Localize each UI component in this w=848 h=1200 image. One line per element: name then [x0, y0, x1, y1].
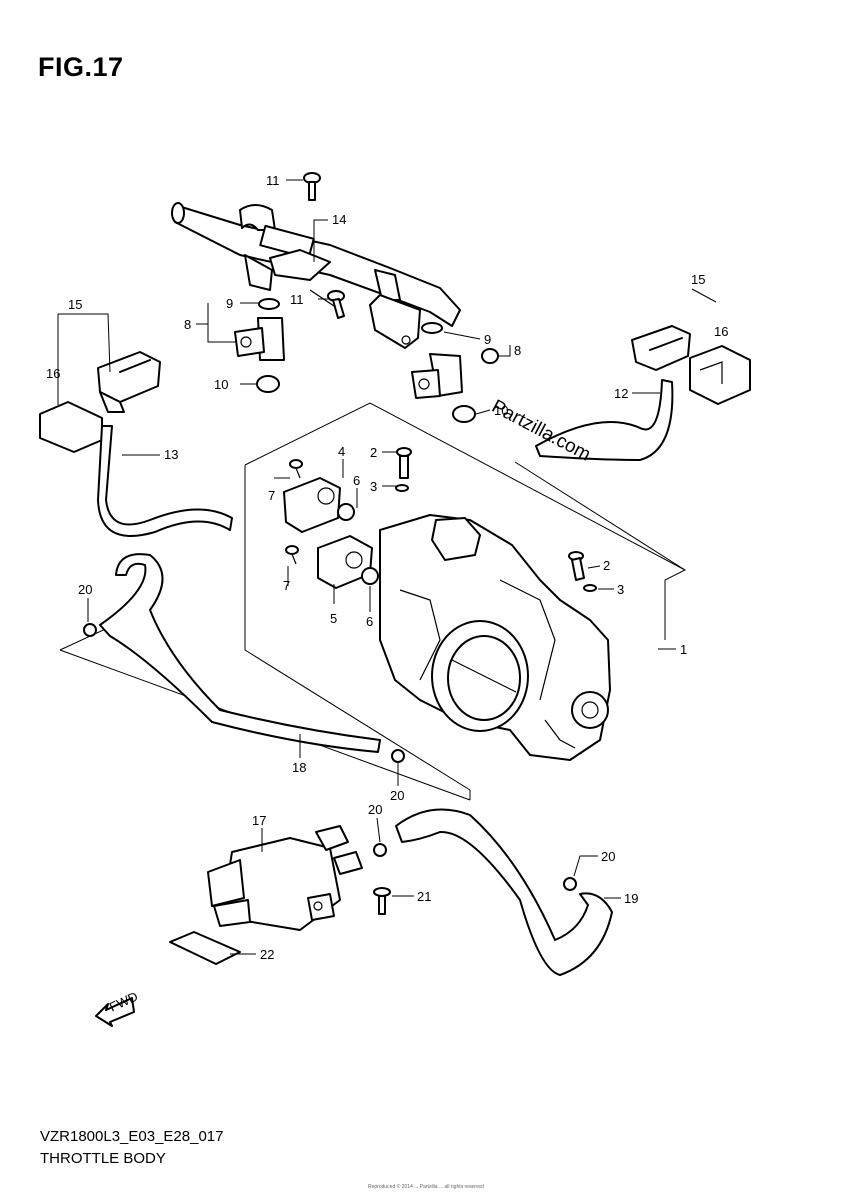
- cover-right: [689, 345, 751, 405]
- callout-17: 17: [252, 813, 266, 828]
- hose-19: [395, 808, 613, 976]
- callout-7: 7: [283, 578, 290, 593]
- callout-20: 20: [78, 582, 92, 597]
- callout-12: 12: [614, 386, 628, 401]
- copyright-footer: Reproduced © 2014 ... Partzilla ... all …: [368, 1184, 484, 1190]
- clamp-20c: [373, 843, 387, 857]
- callout-7: 7: [268, 488, 275, 503]
- callout-14: 14: [332, 212, 346, 227]
- secondary-throttle-sensor: [285, 535, 379, 589]
- callout-4: 4: [338, 444, 345, 459]
- callout-16: 16: [714, 324, 728, 339]
- callout-18: 18: [292, 760, 306, 775]
- callout-11: 11: [266, 173, 280, 188]
- callout-8: 8: [514, 343, 521, 358]
- hose-12: [535, 379, 674, 461]
- hose-13: [97, 425, 233, 537]
- callout-22: 22: [260, 947, 274, 962]
- bolt-11-top: [303, 172, 321, 201]
- screw-21: [373, 887, 391, 915]
- injector-left: [234, 298, 285, 393]
- hose-18: [99, 553, 381, 753]
- forward-direction-arrow: FWD: [95, 989, 140, 1027]
- callout-6: 6: [353, 473, 360, 488]
- throttle-position-sensor: [283, 459, 355, 533]
- throttle-body-assembly: [379, 514, 611, 761]
- callout-3: 3: [617, 582, 624, 597]
- callout-10: 10: [494, 403, 508, 418]
- callout-6: 6: [366, 614, 373, 629]
- callout-20: 20: [601, 849, 615, 864]
- callout-3: 3: [370, 479, 377, 494]
- model-code: VZR1800L3_E03_E28_017: [40, 1128, 224, 1145]
- callout-16: 16: [46, 366, 60, 381]
- diagram-subtitle: THROTTLE BODY: [40, 1150, 166, 1167]
- callout-9: 9: [484, 332, 491, 347]
- cover-left: [39, 401, 103, 453]
- callout-15: 15: [68, 297, 82, 312]
- callout-15: 15: [691, 272, 705, 287]
- screw-2-lower: [568, 551, 597, 592]
- clamp-20d: [563, 877, 577, 891]
- callout-20: 20: [368, 802, 382, 817]
- callout-2: 2: [370, 445, 377, 460]
- fuel-rail: [171, 202, 461, 349]
- injector-right: [411, 322, 499, 423]
- pad-22: [169, 931, 241, 965]
- callout-21: 21: [417, 889, 431, 904]
- callout-2: 2: [603, 558, 610, 573]
- figure-title: FIG.17: [38, 52, 124, 82]
- callout-9: 9: [226, 296, 233, 311]
- screw-2-upper: [395, 447, 412, 492]
- idle-speed-control-valve: [207, 825, 363, 931]
- pressure-sensor-left: [97, 351, 161, 413]
- callout-8: 8: [184, 317, 191, 332]
- callout-1: 1: [680, 642, 687, 657]
- callout-5: 5: [330, 611, 337, 626]
- pressure-sensor-right: [631, 325, 691, 371]
- callout-19: 19: [624, 891, 638, 906]
- callout-11: 11: [290, 292, 304, 307]
- callout-20: 20: [390, 788, 404, 803]
- clamp-20a: [83, 623, 97, 637]
- callout-13: 13: [164, 447, 178, 462]
- clamp-20b: [391, 749, 405, 763]
- callout-10: 10: [214, 377, 228, 392]
- bolt-11-middle: [327, 290, 345, 319]
